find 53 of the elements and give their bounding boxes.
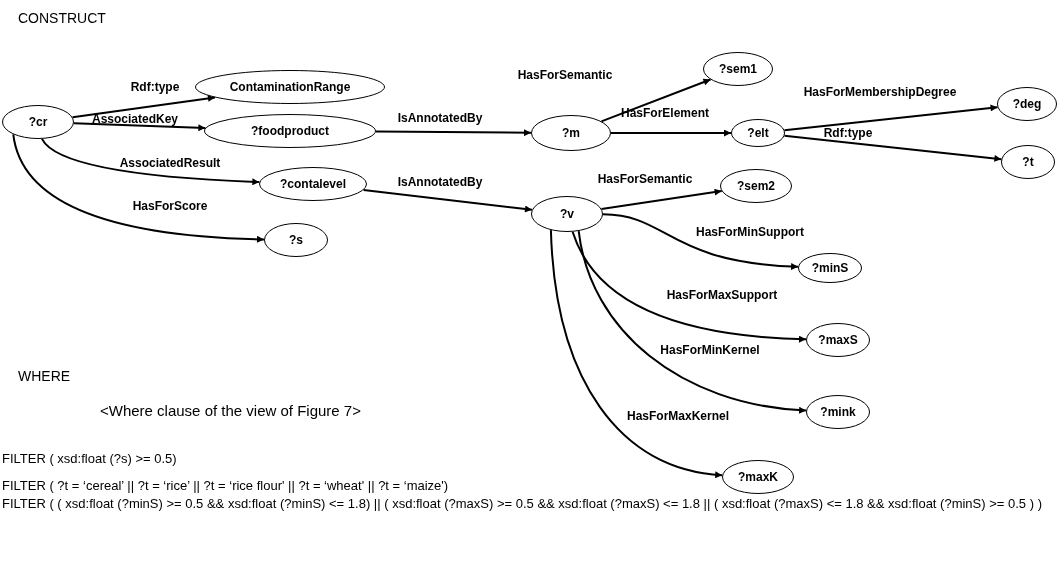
placeholder-text: <Where clause of the view of Figure 7>: [100, 402, 361, 419]
filter-clause: FILTER ( ?t = ‘cereal’ || ?t = ‘rice’ || ?t = ‘rice flour' || ?t = ‘wheat' || ?t = ‘maize'): [2, 478, 449, 493]
edge-label: AssociatedResult: [119, 156, 221, 170]
node-label: ?t: [1022, 155, 1034, 169]
edge-label: HasForSemantic: [517, 68, 613, 82]
ellipse-node: [1001, 145, 1055, 179]
ellipse-node: [531, 115, 611, 151]
edge-label: HasForMaxKernel: [627, 409, 729, 423]
ellipse-node: [195, 70, 385, 104]
node-label: ?foodproduct: [251, 124, 329, 138]
node-label: ?m: [562, 126, 580, 140]
node-label: ?s: [289, 233, 303, 247]
node-label: ?sem1: [719, 62, 757, 76]
node-label: ?contalevel: [280, 177, 346, 191]
section-heading: WHERE: [18, 368, 71, 384]
edge-label: HasForMinSupport: [696, 225, 804, 239]
ellipse-node: [798, 253, 862, 283]
filter-clause: FILTER ( ( xsd:float (?minS) >= 0.5 && xsd:float (?minS) <= 1.8) || ( xsd:float (?maxS) >= 0.5 && xsd:float (?maxS) <= 1.8 || ( xsd:float (?maxS) <= 1.8 && xsd:float (?minS) >= 0.5 ) ): [2, 496, 1043, 511]
node-label: ?minS: [811, 261, 849, 275]
edge-label: HasForScore: [132, 199, 208, 213]
ellipse-node: [703, 52, 773, 86]
ellipse-node: [720, 169, 792, 203]
node-label: ?mink: [820, 405, 856, 419]
ellipse-node: [259, 167, 367, 201]
ellipse-node: [204, 114, 376, 148]
node-label: ?deg: [1012, 97, 1042, 111]
edge-label: HasForMaxSupport: [666, 288, 778, 302]
edge-label: IsAnnotatedBy: [397, 111, 483, 125]
edge-label: IsAnnotatedBy: [397, 175, 483, 189]
edge-label: HasForMinKernel: [660, 343, 760, 357]
ellipse-node: [806, 395, 870, 429]
ellipse-node: [997, 87, 1057, 121]
ellipse-node: [806, 323, 870, 357]
ellipse-node: [531, 196, 603, 232]
edge-label: Rdf:type: [823, 126, 873, 140]
edge-label: HasForMembershipDegree: [803, 85, 957, 99]
node-label: ?cr: [28, 115, 48, 129]
node-label: ?sem2: [737, 179, 775, 193]
edge-label: HasForElement: [621, 106, 709, 120]
section-heading: CONSTRUCT: [18, 10, 106, 26]
ellipse-node: [731, 119, 785, 147]
node-label: ?v: [560, 207, 574, 221]
ellipse-node: [722, 460, 794, 494]
ellipse-node: [264, 223, 328, 257]
ellipse-node: [2, 105, 74, 139]
node-label: ContaminationRange: [229, 80, 351, 94]
node-label: ?maxS: [818, 333, 858, 347]
node-label: ?elt: [747, 126, 769, 140]
edge-label: HasForSemantic: [597, 172, 693, 186]
edge-label: Rdf:type: [130, 80, 180, 94]
filter-clause: FILTER ( xsd:float (?s) >= 0.5): [2, 451, 177, 466]
edge-label: AssociatedKey: [92, 112, 178, 126]
node-label: ?maxK: [738, 470, 778, 484]
